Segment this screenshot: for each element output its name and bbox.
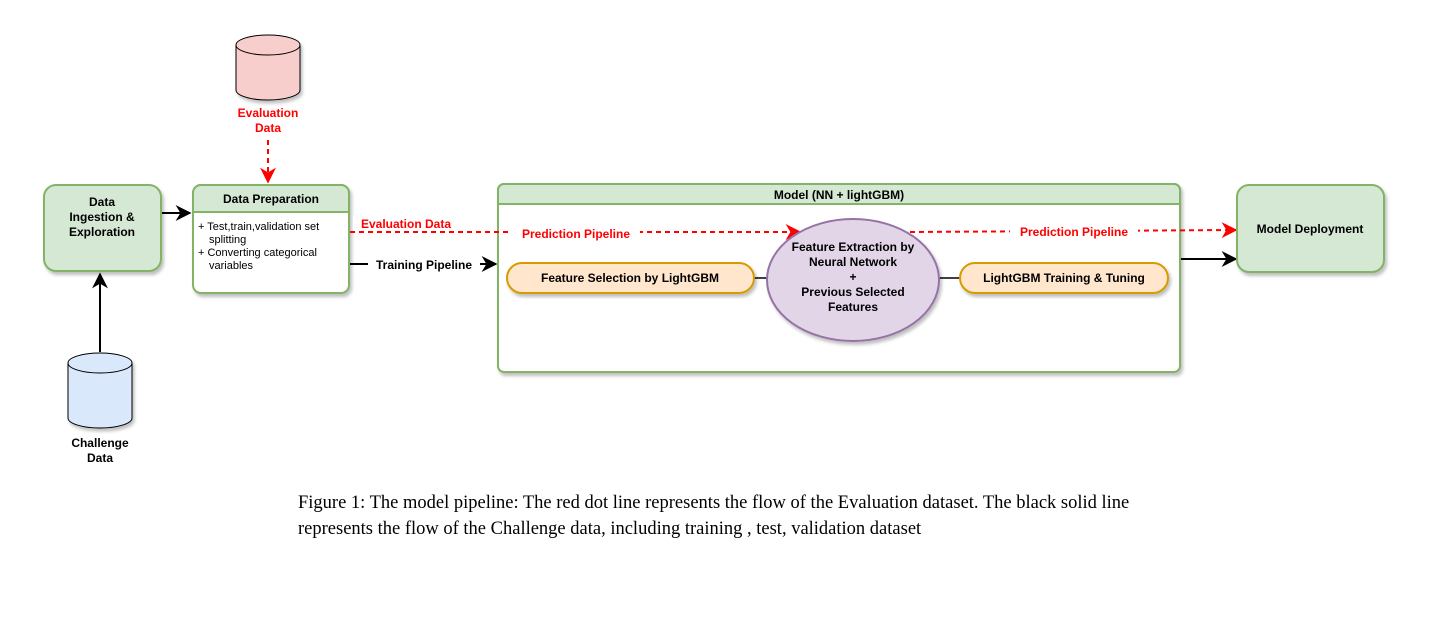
lightgbm-training-label: LightGBM Training & Tuning [983, 271, 1145, 285]
evaluation-data-label: Evaluation [238, 106, 299, 120]
training-pipeline-label: Training Pipeline [376, 258, 472, 272]
deployment-label: Model Deployment [1257, 222, 1364, 236]
feature-selection-node [506, 262, 755, 294]
challenge-data-label-2: Data [87, 451, 113, 465]
ingestion-label-3: Exploration [69, 225, 135, 239]
ingestion-box [43, 184, 162, 272]
feature-extraction-line-3: + [849, 270, 856, 284]
prep-bullet-2: + Converting categorical [198, 247, 317, 259]
prediction-pipeline-label-1: Prediction Pipeline [522, 227, 630, 241]
feature-extraction-line-1: Feature Extraction by [792, 240, 915, 254]
model-title: Model (NN + lightGBM) [774, 188, 904, 202]
ingestion-label-1: Data [89, 195, 115, 209]
data-preparation-box [192, 184, 350, 294]
feature-extraction-line-2: Neural Network [809, 255, 897, 269]
challenge-data-cylinder [67, 352, 133, 429]
evaluation-data-edge-label: Evaluation Data [361, 217, 451, 231]
evaluation-data-cylinder [235, 34, 301, 101]
figure-caption: Figure 1: The model pipeline: The red do… [298, 493, 1130, 539]
feature-extraction-line-5: Features [828, 300, 878, 314]
prep-bullet-2b: variables [209, 260, 254, 272]
feature-extraction-line-4: Previous Selected [801, 285, 904, 299]
prep-bullet-1b: splitting [209, 234, 246, 246]
feature-selection-label: Feature Selection by LightGBM [541, 271, 719, 285]
evaluation-data-label-2: Data [255, 121, 281, 135]
prediction-pipeline-label-2: Prediction Pipeline [1020, 225, 1128, 239]
challenge-data-label: Challenge [71, 436, 129, 450]
lightgbm-training-node [959, 262, 1169, 294]
data-preparation-title: Data Preparation [223, 192, 319, 206]
deployment-box [1236, 184, 1385, 273]
ingestion-label-2: Ingestion & [69, 210, 135, 224]
feature-extraction-node [766, 218, 940, 342]
prep-bullet-1: + Test,train,validation set [198, 221, 319, 233]
